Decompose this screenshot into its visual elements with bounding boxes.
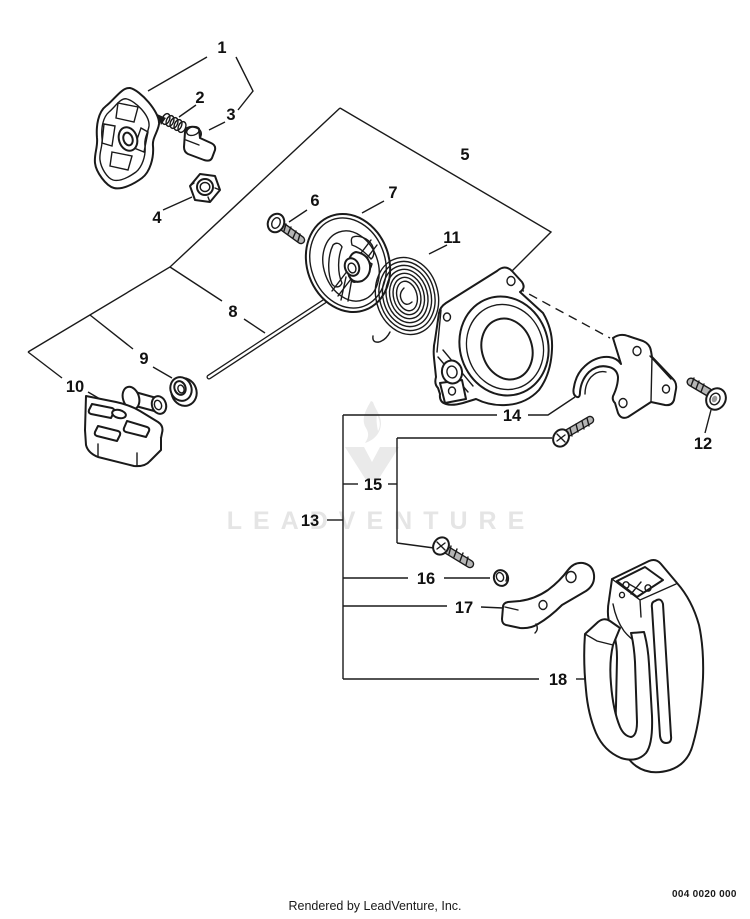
callout-5: 5: [460, 146, 469, 164]
callout-11: 11: [443, 229, 460, 247]
starter-pawl: [183, 125, 217, 162]
callout-17: 17: [455, 599, 473, 617]
callout-10: 10: [66, 378, 84, 396]
leader-lines: [27, 56, 712, 680]
callout-labels: 1 2 3 4 5 6 7 8 9 10 11 12 13 14 15 16 1…: [66, 39, 712, 689]
pawl-spring: [157, 112, 187, 134]
callout-1: 1: [217, 39, 226, 57]
rendered-by-text: Rendered by LeadVenture, Inc.: [288, 899, 462, 913]
callout-16: 16: [417, 570, 435, 588]
recoil-spring: [372, 256, 440, 343]
callout-13: 13: [301, 512, 319, 530]
watermark-logo: [345, 401, 399, 480]
starter-pulley: [304, 212, 392, 314]
starter-case: [432, 266, 554, 407]
callout-14: 14: [503, 407, 522, 425]
part-code-text: 004 0020 000: [672, 889, 737, 900]
clamp-bracket: [572, 333, 678, 419]
screw-15-upper: [552, 415, 595, 448]
rear-handle: [583, 559, 705, 774]
screw-6: [266, 212, 306, 245]
starter-rope: [206, 294, 334, 380]
washer-16: [492, 569, 510, 587]
pawl-carrier-drum: [93, 87, 160, 190]
hex-nut: [189, 173, 221, 203]
callout-15: 15: [364, 476, 382, 494]
callout-6: 6: [310, 192, 319, 210]
callout-7: 7: [388, 184, 397, 202]
callout-3: 3: [226, 106, 235, 124]
callout-8: 8: [228, 303, 237, 321]
callout-4: 4: [152, 209, 162, 227]
guard-bracket: [501, 561, 596, 634]
rope-grommet: [169, 376, 198, 407]
socket-screw-12: [686, 377, 727, 411]
starter-grip: [84, 385, 168, 468]
callout-18: 18: [549, 671, 567, 689]
watermark-text: LEADVENTURE: [227, 507, 536, 535]
screw-15-lower: [432, 536, 475, 569]
callout-9: 9: [139, 350, 148, 368]
callout-2: 2: [195, 89, 204, 107]
callout-12: 12: [694, 435, 712, 453]
